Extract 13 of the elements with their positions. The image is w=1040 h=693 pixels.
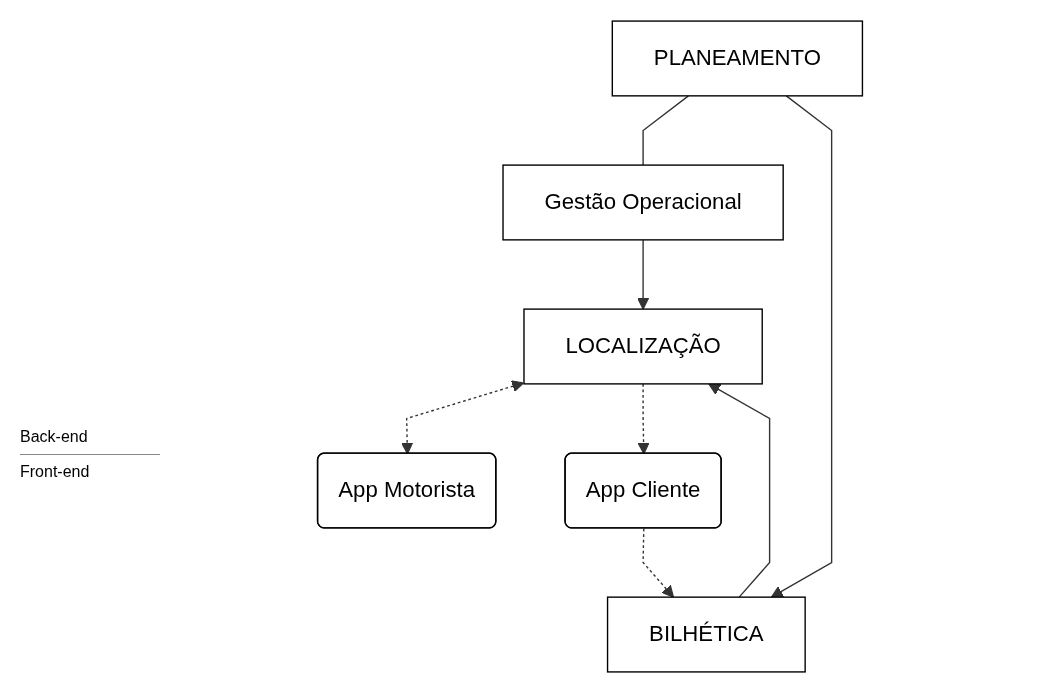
arrow — [637, 239, 650, 310]
arrow — [637, 383, 650, 455]
node-box: Gestão Operacional — [502, 164, 784, 241]
connector — [642, 95, 690, 166]
node-box: LOCALIZAÇÃO — [523, 308, 763, 385]
node-box: BILHÉTICA — [606, 596, 806, 673]
section-label: Back-end — [20, 428, 89, 446]
node-box: PLANEAMENTO — [611, 20, 864, 97]
arrow — [642, 527, 675, 598]
arrow — [401, 380, 524, 455]
section-label: Front-end — [20, 463, 91, 481]
arrow — [770, 95, 833, 598]
arrow — [708, 383, 771, 598]
